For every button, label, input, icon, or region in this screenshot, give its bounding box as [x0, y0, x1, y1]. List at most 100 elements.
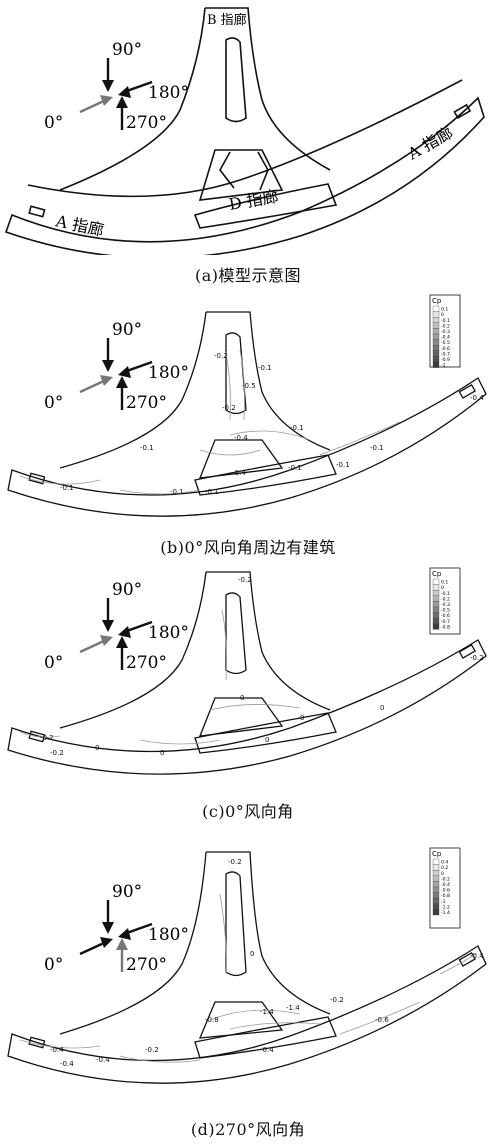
- b-right-tip: [458, 384, 476, 399]
- c-legend-label: 0: [441, 585, 444, 591]
- b-legend-label: -0.2: [441, 323, 450, 329]
- svg-text:-0.4: -0.4: [260, 1046, 274, 1054]
- d-left-tip: [28, 1036, 46, 1049]
- svg-text:-0.2: -0.2: [214, 352, 228, 360]
- a-inner-arc: [27, 79, 463, 198]
- panel-b: -0.1 -0.1 -0.1 -0.1 -0.1 -0.1 -0.4 -0.4 …: [0, 290, 496, 580]
- b-label-90: 90°: [112, 320, 142, 340]
- d-legend-swatch: [432, 892, 440, 899]
- c-legend-label: -0.5: [441, 608, 450, 614]
- c-legend-swatch: [432, 618, 440, 624]
- d-legend-label: 0: [441, 871, 444, 877]
- b-main-outline: [7, 377, 487, 517]
- d-legend-swatch: [432, 870, 440, 876]
- b-legend-label: -0.3: [441, 329, 450, 335]
- b-legend-label: -1: [441, 363, 446, 369]
- d-compass: [79, 900, 153, 972]
- d-label-180: 180°: [148, 925, 189, 945]
- d-legend-swatch: [432, 903, 440, 910]
- svg-text:-1.4: -1.4: [286, 1004, 300, 1012]
- svg-text:-0.1: -0.1: [370, 444, 384, 452]
- c-legend-label: -0.6: [441, 613, 450, 619]
- d-main-outline: [7, 945, 487, 1084]
- c-label-270: 270°: [126, 653, 167, 673]
- c-legend-label: -0.3: [441, 602, 450, 608]
- c-d-block: [194, 712, 337, 754]
- d-legend-label: -0.6: [441, 888, 450, 894]
- b-legend-label: -0.4: [441, 335, 450, 341]
- c-label-0: 0°: [44, 653, 63, 673]
- c-contour-labels: -0.2 0 0 0 0 -0.2 0 0 -0.2 -0.2: [40, 576, 484, 757]
- b-label-270: 270°: [126, 393, 167, 413]
- a-stem-left: [59, 7, 206, 191]
- a-left-tip-rect: [28, 205, 46, 218]
- b-legend-swatch: [432, 339, 440, 346]
- svg-text:-0.1: -0.1: [288, 464, 302, 472]
- d-contour-labels: -0.2 0 -0.8 -1.4 -0.2 -0.6 -0.4 -0.4 -0.…: [50, 858, 484, 1068]
- a-right-tip-rect: [453, 103, 472, 120]
- b-compass: [79, 338, 153, 410]
- a-tri-inner-1: [219, 151, 235, 189]
- a-label-d-corridor: D 指廊: [227, 187, 279, 214]
- caption-a: (a)模型示意图: [194, 266, 302, 285]
- svg-text:-0.2: -0.2: [470, 654, 484, 662]
- panel-d-contour-plot: -0.2 0 -0.8 -1.4 -0.2 -0.6 -0.4 -0.4 -0.…: [7, 847, 487, 1084]
- c-legend-swatch: [432, 623, 440, 630]
- d-stem-slot: [225, 871, 247, 977]
- svg-text:-0.5: -0.5: [242, 382, 256, 390]
- svg-text:-0.1: -0.1: [140, 444, 154, 452]
- c-legend-label: 0.1: [441, 580, 448, 586]
- b-legend-label: -0.9: [441, 357, 450, 363]
- svg-text:-0.2: -0.2: [222, 404, 236, 412]
- b-left-tip: [28, 472, 46, 485]
- svg-text:-0.2: -0.2: [238, 576, 252, 584]
- caption-c: (c)0°风向角: [202, 802, 294, 821]
- d-legend-label: -1.4: [441, 910, 450, 916]
- b-legend-swatch: [432, 322, 440, 329]
- svg-text:0: 0: [240, 694, 244, 702]
- svg-text:-0.6: -0.6: [375, 1016, 389, 1024]
- b-stem-right: [206, 311, 331, 451]
- svg-text:Cp: Cp: [432, 850, 442, 858]
- c-legend-label: -0.2: [441, 596, 450, 602]
- c-right-tip: [458, 644, 476, 659]
- b-legend-label: 0.1: [441, 307, 448, 313]
- b-legend-swatch: [432, 305, 440, 312]
- b-triangle: [198, 439, 284, 479]
- a-label-90: 90°: [112, 40, 142, 60]
- panel-a: 90° 180° 0° 270° B 指廊 D 指廊 A 指廊 A 指廊: [0, 0, 496, 290]
- svg-text:-0.1: -0.1: [60, 484, 74, 492]
- svg-text:-0.4: -0.4: [470, 394, 484, 402]
- d-stem-left: [59, 851, 207, 1035]
- panel-c-contour-plot: -0.2 0 0 0 0 -0.2 0 0 -0.2 -0.2 90° 180°…: [7, 567, 487, 775]
- c-label-90: 90°: [112, 580, 142, 600]
- a-label-180: 180°: [148, 83, 189, 103]
- svg-text:-0.4: -0.4: [60, 1060, 74, 1068]
- d-contours: [19, 893, 477, 1063]
- b-legend-swatch: [432, 350, 440, 357]
- c-legend-label: -0.8: [441, 624, 450, 630]
- b-legend-swatch: [432, 328, 440, 335]
- svg-text:-0.4: -0.4: [232, 469, 246, 477]
- c-stem-slot: [225, 592, 247, 675]
- b-contour-labels: -0.1 -0.1 -0.1 -0.1 -0.1 -0.1 -0.4 -0.4 …: [60, 352, 484, 496]
- c-stem-right: [206, 571, 331, 711]
- svg-text:0: 0: [380, 704, 384, 712]
- svg-text:0: 0: [265, 736, 269, 744]
- a-tri-inner-2: [257, 151, 269, 191]
- b-legend-swatch: [432, 345, 440, 351]
- b-contours: [19, 349, 401, 495]
- b-legend: Cp 0.10-0.1-0.2-0.3-0.4-0.5-0.6-0.7-0.9-…: [429, 294, 461, 369]
- d-legend-label: 0.4: [441, 860, 448, 866]
- a-compass: [79, 58, 153, 130]
- d-legend-swatch: [432, 886, 440, 893]
- c-legend-swatch: [432, 595, 440, 602]
- svg-text:-0.2: -0.2: [40, 734, 54, 742]
- d-legend-label: -1: [441, 899, 446, 905]
- d-d-block: [194, 1016, 337, 1059]
- d-label-90: 90°: [112, 882, 142, 902]
- d-legend-swatch: [432, 864, 440, 871]
- svg-text:-1.4: -1.4: [260, 1008, 274, 1016]
- d-legend: Cp 0.40.20-0.2-0.4-0.6-0.8-1-1.2-1.4: [429, 847, 461, 929]
- c-label-180: 180°: [148, 623, 189, 643]
